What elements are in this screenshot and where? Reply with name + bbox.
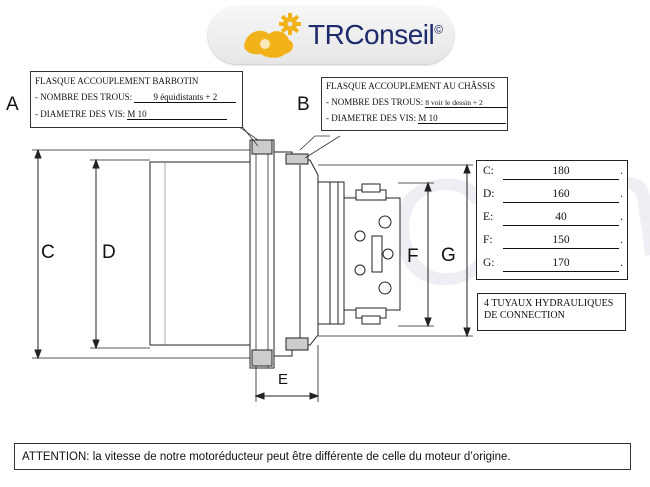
callout-left-screw-value: M 10	[127, 109, 228, 120]
hydraulics-note: 4 TUYAUX HYDRAULIQUES DE CONNECTION	[477, 293, 626, 331]
callout-left-screw-label: - DIAMETRE DES VIS:	[35, 109, 126, 119]
label-b: B	[297, 94, 310, 115]
label-e: E	[278, 371, 289, 388]
logo-badge	[208, 6, 454, 64]
dim-value: 180	[503, 165, 619, 180]
hydraulics-line-1: 4 TUYAUX HYDRAULIQUES	[484, 298, 614, 309]
callout-left-title: FLASQUE ACCOUPLEMENT BARBOTIN	[35, 76, 199, 86]
dimensions-table: C: 180 . D: 160 . E: 40 . F: 150 . G: 17…	[476, 160, 628, 280]
callout-right-holes: - NOMBRE DES TROUS: 8 voir le dessin + 2	[326, 97, 508, 108]
label-a: A	[6, 94, 19, 115]
callout-left-holes-value: 9 équidistants + 2	[134, 92, 237, 103]
logo-text: TRConseil©	[308, 19, 443, 51]
dim-key: D:	[483, 188, 495, 200]
dim-row-f: F: 150 .	[483, 234, 623, 250]
logo-copyright: ©	[434, 22, 443, 37]
hub	[317, 181, 345, 325]
gear-map-icon	[244, 13, 301, 58]
dim-key: C:	[483, 165, 494, 177]
attention-banner: ATTENTION: la vitesse de notre motoréduc…	[14, 443, 631, 470]
dim-value: 150	[503, 234, 619, 249]
callout-left-holes: - NOMBRE DES TROUS: 9 équidistants + 2	[35, 92, 237, 103]
callout-flasque-chassis: FLASQUE ACCOUPLEMENT AU CHÂSSIS - NOMBRE…	[321, 77, 508, 131]
callout-right-screw-label: - DIAMETRE DES VIS:	[326, 113, 417, 123]
dim-row-d: D: 160 .	[483, 188, 623, 204]
dim-value: 170	[503, 257, 619, 272]
dim-value: 160	[503, 188, 619, 203]
dim-key: G:	[483, 257, 495, 269]
label-c: C	[41, 242, 55, 263]
dim-row-g: G: 170 .	[483, 257, 623, 273]
callout-left-screws: - DIAMETRE DES VIS: M 10	[35, 109, 228, 120]
callout-right-holes-value: 8 voir le dessin + 2	[425, 98, 508, 108]
label-d: D	[102, 242, 116, 263]
dim-row-e: E: 40 .	[483, 211, 623, 227]
hydraulics-line-2: DE CONNECTION	[484, 310, 565, 321]
label-f: F	[407, 246, 419, 267]
dim-key: E:	[483, 211, 494, 223]
dim-value: 40	[503, 211, 619, 226]
callout-right-screw-value: M 10	[418, 113, 507, 124]
flange-chassis	[273, 151, 319, 357]
callout-right-title: FLASQUE ACCOUPLEMENT AU CHÂSSIS	[326, 81, 496, 91]
flange-barbotin	[249, 139, 275, 369]
callout-right-holes-label: - NOMBRE DES TROUS:	[326, 97, 424, 107]
dim-key: F:	[483, 234, 493, 246]
motor-body	[149, 161, 251, 346]
logo-name: TRConseil	[308, 19, 435, 50]
callout-flasque-barbotin: FLASQUE ACCOUPLEMENT BARBOTIN - NOMBRE D…	[30, 71, 243, 128]
callout-right-screws: - DIAMETRE DES VIS: M 10	[326, 113, 507, 124]
callout-left-holes-label: - NOMBRE DES TROUS:	[35, 92, 133, 102]
label-g: G	[441, 245, 456, 266]
dim-row-c: C: 180 .	[483, 165, 623, 181]
